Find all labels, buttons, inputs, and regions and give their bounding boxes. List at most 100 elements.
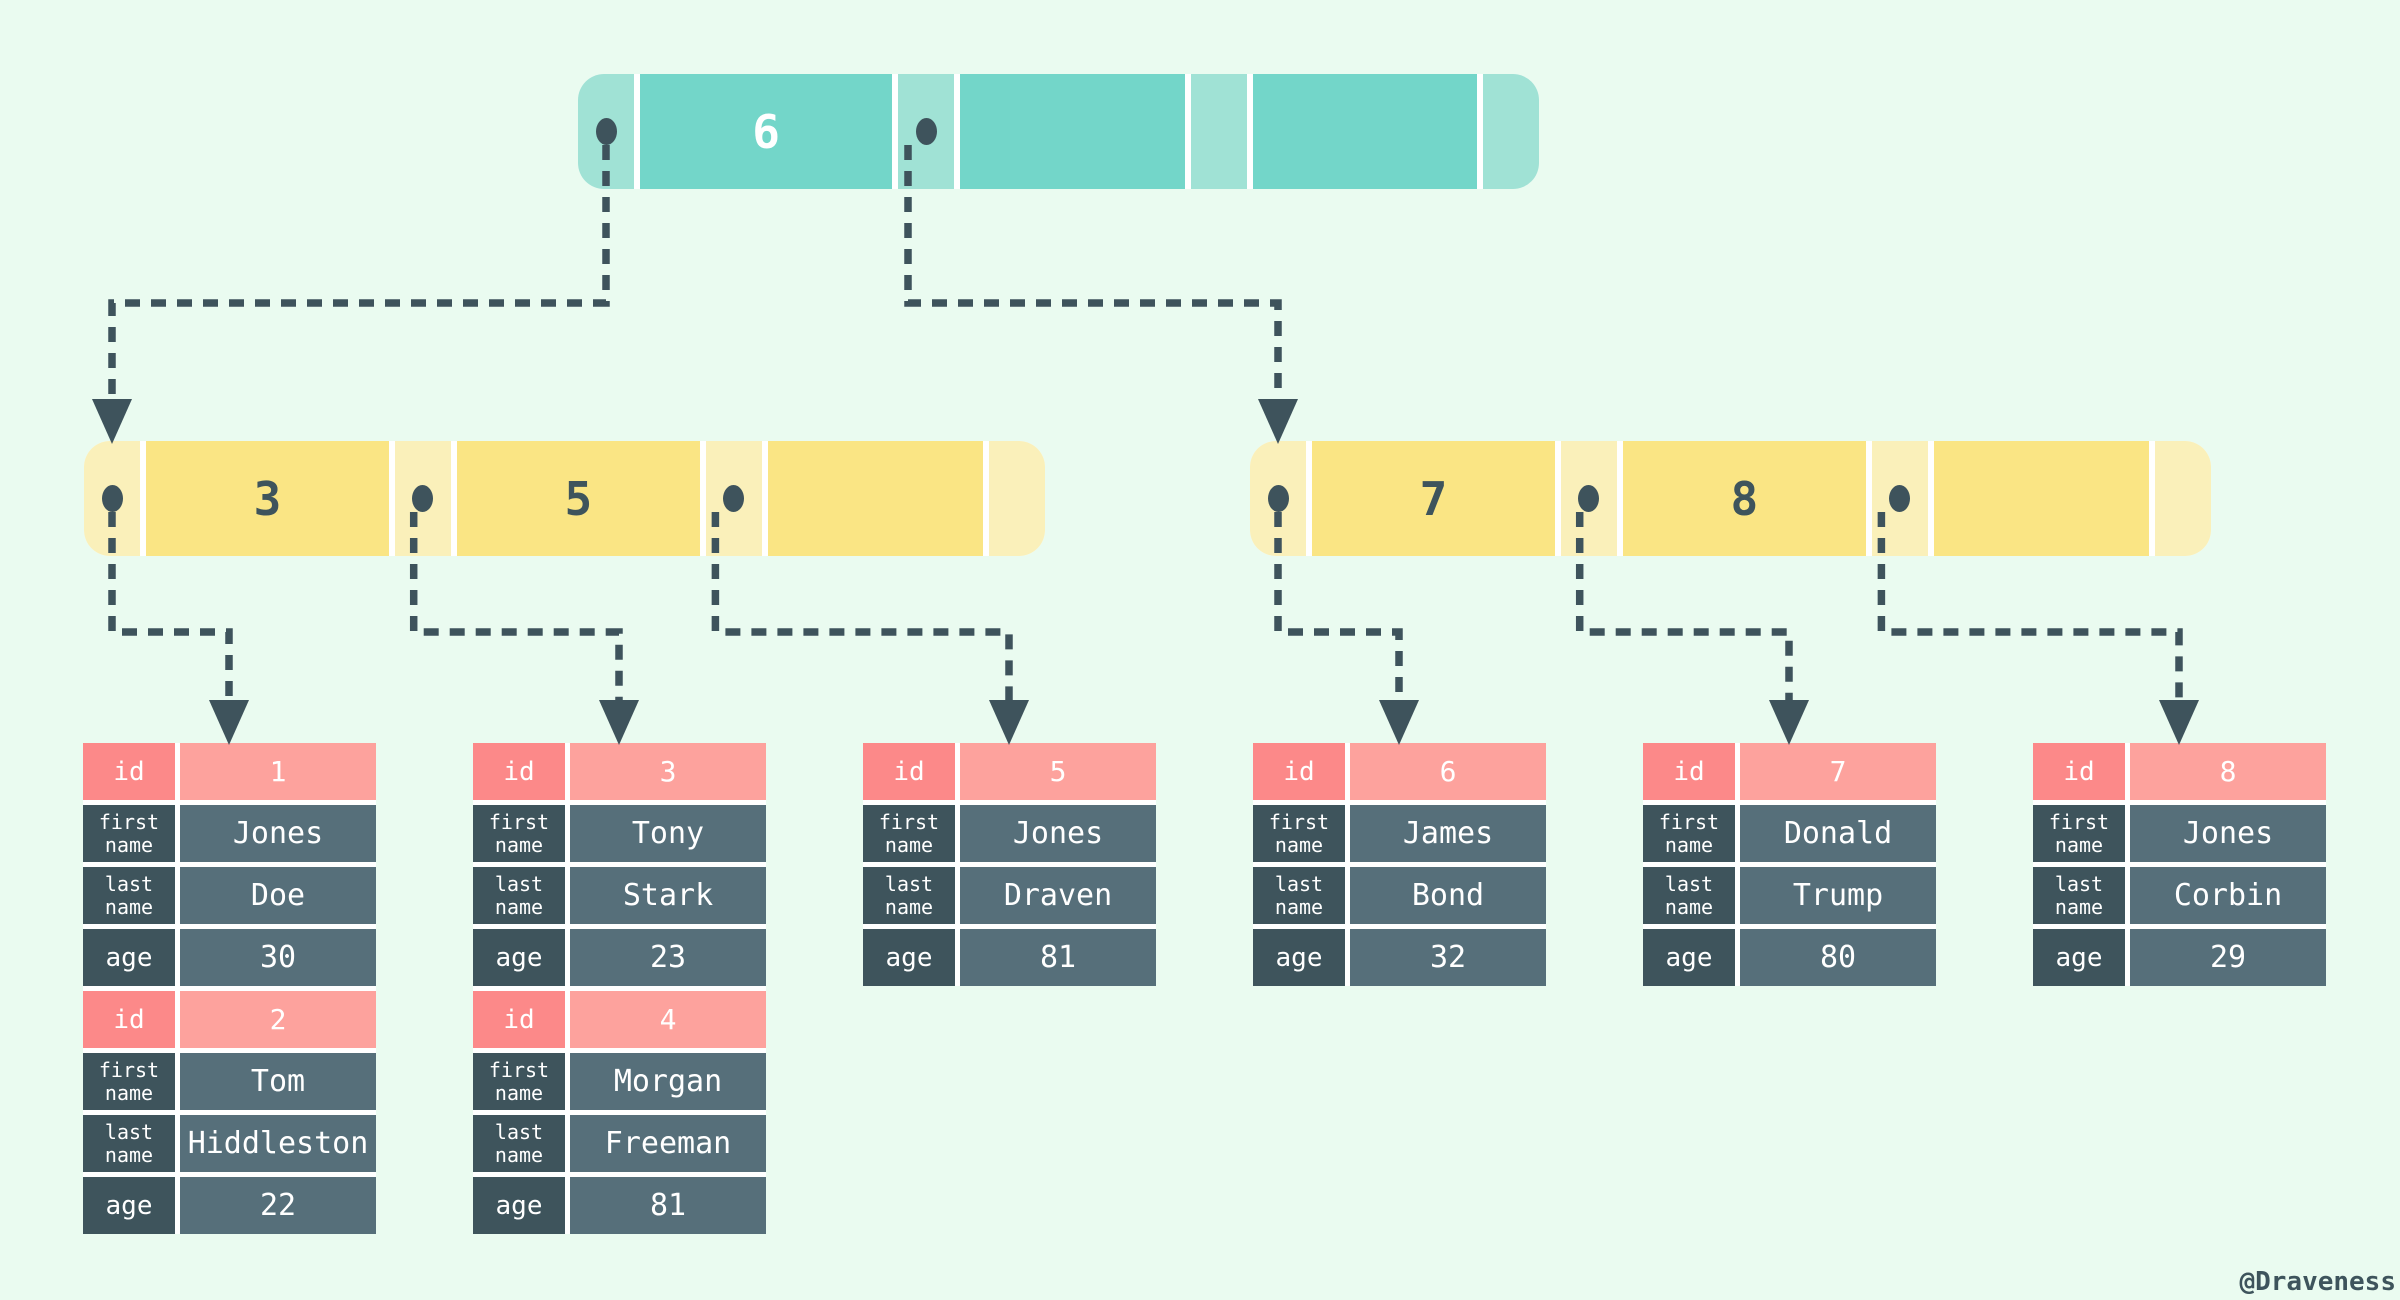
last-name-label-cell: last name [473,867,565,924]
key-cell [767,441,984,556]
id-label-cell: id [473,991,565,1048]
pointer-dot-icon [723,485,745,512]
age-label-cell: age [1253,929,1345,986]
first-name-value-cell: Jones [180,805,376,862]
last-name-value-cell: Draven [960,867,1156,924]
pointer-cell [1871,441,1928,556]
age-value-cell: 22 [180,1177,376,1234]
key-cell: 5 [456,441,700,556]
id-label-cell: id [83,991,175,1048]
pointer-cell [705,441,762,556]
pointer-cell [989,441,1045,556]
last-name-value-cell: Doe [180,867,376,924]
age-value-cell: 81 [570,1177,766,1234]
key-cell: 3 [146,441,389,556]
id-label-cell: id [473,743,565,800]
id-label-cell: id [83,743,175,800]
arrowhead-table-3 [989,700,1029,745]
age-value-cell: 30 [180,929,376,986]
last-name-label-cell: last name [473,1115,565,1172]
age-value-cell: 32 [1350,929,1546,986]
arrowhead-table-4 [1379,700,1419,745]
id-label-cell: id [863,743,955,800]
age-value-cell: 29 [2130,929,2326,986]
last-name-value-cell: Trump [1740,867,1936,924]
arrowhead-table-1 [209,700,249,745]
last-name-label-cell: last name [1643,867,1735,924]
pointer-cell [1250,441,1306,556]
age-value-cell: 80 [1740,929,1936,986]
arrowhead-table-2 [599,700,639,745]
first-name-value-cell: Jones [2130,805,2326,862]
first-name-label-cell: first name [83,1053,175,1110]
key-cell [1252,74,1478,189]
id-value-cell: 7 [1740,743,1936,800]
first-name-label-cell: first name [1643,805,1735,862]
root-node: 6 [578,74,1539,189]
age-value-cell: 81 [960,929,1156,986]
last-name-value-cell: Corbin [2130,867,2326,924]
id-value-cell: 4 [570,991,766,1048]
pointer-cell [898,74,955,189]
age-label-cell: age [83,1177,175,1234]
id-label-cell: id [2033,743,2125,800]
pointer-cell [2155,441,2211,556]
last-name-value-cell: Hiddleston [180,1115,376,1172]
pointer-dot-icon [595,118,617,145]
key-cell [960,74,1185,189]
key-cell [1933,441,2150,556]
pointer-cell [578,74,634,189]
first-name-label-cell: first name [83,805,175,862]
first-name-value-cell: Tony [570,805,766,862]
pointer-dot-icon [101,485,123,512]
id-value-cell: 2 [180,991,376,1048]
id-value-cell: 3 [570,743,766,800]
id-label-cell: id [1643,743,1735,800]
pointer-dot-icon [915,118,937,145]
id-value-cell: 8 [2130,743,2326,800]
last-name-label-cell: last name [83,867,175,924]
first-name-label-cell: first name [473,805,565,862]
last-name-label-cell: last name [2033,867,2125,924]
last-name-value-cell: Freeman [570,1115,766,1172]
age-label-cell: age [863,929,955,986]
first-name-label-cell: first name [473,1053,565,1110]
id-value-cell: 6 [1350,743,1546,800]
key-cell: 7 [1312,441,1555,556]
age-label-cell: age [2033,929,2125,986]
arrowhead-left-node [92,399,132,444]
arrowhead-right-node [1258,399,1298,444]
id-value-cell: 1 [180,743,376,800]
id-label-cell: id [1253,743,1345,800]
author-watermark: @Draveness [2239,1267,2396,1297]
pointer-dot-icon [1267,485,1289,512]
key-cell: 6 [640,74,893,189]
last-name-label-cell: last name [1253,867,1345,924]
last-name-value-cell: Stark [570,867,766,924]
first-name-value-cell: Morgan [570,1053,766,1110]
last-name-value-cell: Bond [1350,867,1546,924]
first-name-label-cell: first name [863,805,955,862]
pointer-dot-icon [1578,485,1600,512]
first-name-label-cell: first name [1253,805,1345,862]
first-name-value-cell: Tom [180,1053,376,1110]
age-label-cell: age [473,1177,565,1234]
first-name-value-cell: Donald [1740,805,1936,862]
id-value-cell: 5 [960,743,1156,800]
age-value-cell: 23 [570,929,766,986]
arrowhead-table-5 [1769,700,1809,745]
last-name-label-cell: last name [83,1115,175,1172]
first-name-label-cell: first name [2033,805,2125,862]
first-name-value-cell: James [1350,805,1546,862]
pointer-cell [1190,74,1247,189]
pointer-cell [1560,441,1617,556]
key-cell: 8 [1622,441,1866,556]
